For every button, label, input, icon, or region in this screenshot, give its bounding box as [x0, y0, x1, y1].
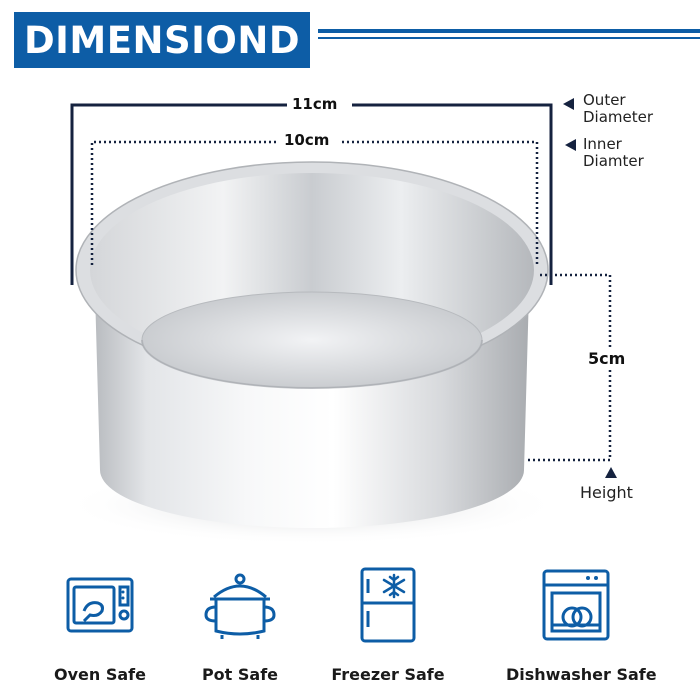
feature-label: Freezer Safe	[331, 665, 445, 684]
inner-diameter-line	[90, 140, 539, 265]
pot-icon	[204, 573, 276, 639]
feature-label: Oven Safe	[54, 665, 146, 684]
title-banner: DIMENSIOND	[14, 12, 310, 68]
outer-diameter-line	[70, 103, 553, 285]
feature-label: Dishwasher Safe	[506, 665, 657, 684]
inner-diameter-caption: Inner Diamter	[583, 135, 644, 170]
cake-pan-diagram	[62, 98, 617, 545]
feature-oven-safe: Oven Safe	[30, 565, 170, 684]
inner-diameter-value: 10cm	[279, 131, 335, 149]
microwave-oven-icon	[66, 577, 134, 633]
feature-pot-safe: Pot Safe	[170, 565, 310, 684]
title-rule-thin	[318, 37, 700, 39]
height-value: 5cm	[583, 349, 631, 368]
height-pointer-icon	[605, 467, 617, 478]
feature-dishwasher-safe: Dishwasher Safe	[506, 565, 657, 684]
outer-pointer-icon	[563, 98, 574, 110]
dishwasher-icon	[542, 569, 610, 641]
feature-freezer-safe: Freezer Safe	[318, 565, 458, 684]
freezer-icon	[360, 567, 416, 643]
height-line	[525, 273, 612, 462]
title-rule	[318, 29, 700, 33]
outer-diameter-value: 11cm	[287, 95, 343, 113]
height-caption: Height	[580, 483, 633, 502]
feature-label: Pot Safe	[201, 665, 279, 684]
page-title: DIMENSIOND	[23, 18, 301, 62]
outer-diameter-caption: Outer Diameter	[583, 91, 654, 126]
inner-pointer-icon	[565, 139, 576, 151]
